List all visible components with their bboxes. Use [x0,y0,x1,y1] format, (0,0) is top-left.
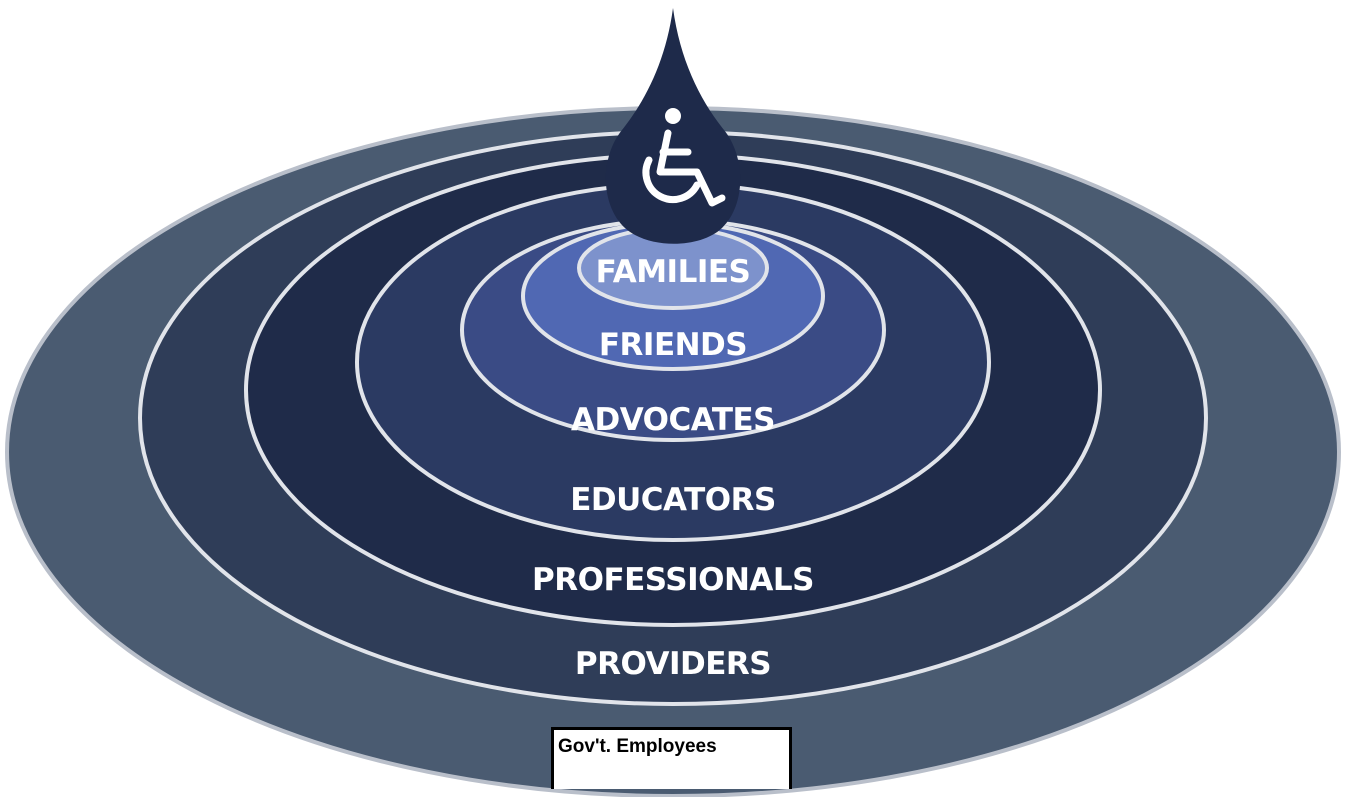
label-families: FAMILIES [596,254,751,290]
water-drop-icon [605,8,741,244]
label-providers: PROVIDERS [575,646,771,682]
govt-employees-box: Gov't. Employees [551,727,792,789]
label-professionals: PROFESSIONALS [532,562,814,598]
wheelchair-icon [642,108,726,207]
label-advocates: ADVOCATES [571,402,775,438]
label-educators: EDUCATORS [570,482,776,518]
govt-employees-label: Gov't. Employees [558,736,717,757]
label-friends: FRIENDS [599,327,747,363]
